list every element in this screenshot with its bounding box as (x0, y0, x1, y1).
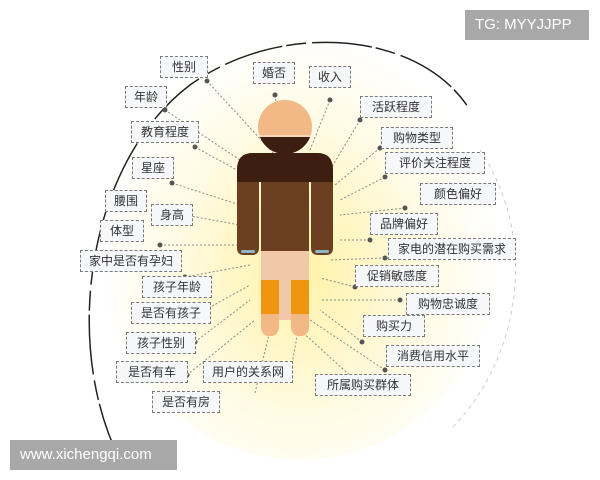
label-body-type: 体型 (100, 220, 144, 242)
label-shopping-type: 购物类型 (381, 127, 453, 149)
watermark-bottom-left: www.xichengqi.com (10, 440, 177, 470)
label-social-network: 用户的关系网 (203, 361, 293, 383)
label-purchasing-power: 购买力 (363, 315, 425, 337)
label-waist: 腰围 (105, 190, 147, 212)
label-marital: 婚否 (253, 62, 295, 84)
label-promo-sensitivity: 促销敏感度 (355, 265, 439, 287)
label-height: 身高 (151, 204, 193, 226)
label-appliance-need: 家电的潜在购买需求 (388, 238, 516, 260)
label-has-house: 是否有房 (152, 391, 220, 413)
label-pregnant: 家中是否有孕妇 (80, 250, 182, 272)
label-gender: 性别 (160, 56, 208, 78)
label-education: 教育程度 (131, 121, 199, 143)
head-icon (258, 100, 312, 154)
label-child-age: 孩子年龄 (142, 276, 212, 298)
label-loyalty: 购物忠诚度 (406, 293, 490, 315)
watermark-top-right: TG: MYYJJPP (465, 10, 589, 40)
label-income: 收入 (309, 66, 351, 88)
label-has-child: 是否有孩子 (131, 302, 211, 324)
label-color-pref: 颜色偏好 (420, 183, 496, 205)
label-buyer-group: 所属购买群体 (315, 374, 411, 396)
label-age: 年龄 (125, 86, 167, 108)
label-has-car: 是否有车 (116, 361, 188, 383)
label-credit-level: 消费信用水平 (386, 345, 480, 367)
label-zodiac: 星座 (132, 157, 174, 179)
label-activity: 活跃程度 (360, 96, 432, 118)
label-review-attention: 评价关注程度 (385, 152, 485, 174)
person-figure (237, 100, 333, 336)
label-brand-pref: 品牌偏好 (370, 213, 438, 235)
label-child-gender: 孩子性别 (126, 332, 196, 354)
